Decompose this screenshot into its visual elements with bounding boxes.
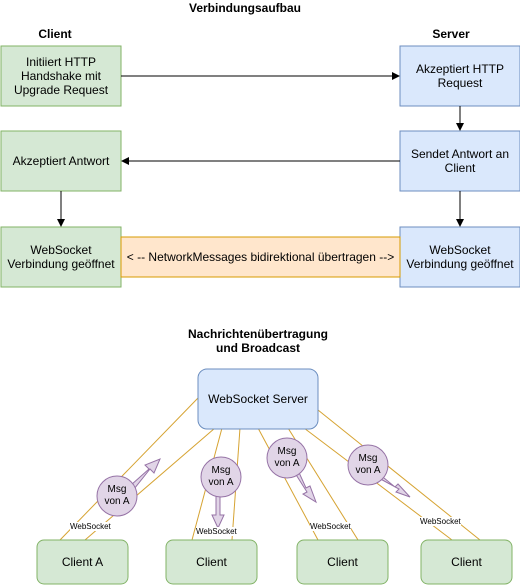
client-box: [420, 539, 513, 585]
client-request-label: Initiiert HTTP Handshake mit Upgrade Req…: [13, 55, 109, 97]
message-label-line1: Msg: [107, 484, 127, 495]
websocket-server-box: [197, 368, 319, 430]
broadcast-title-line2: und Broadcast: [215, 341, 300, 355]
client-box: [296, 539, 389, 585]
message-label-line2: von A: [208, 477, 234, 488]
message-bubbles: [96, 437, 389, 517]
message-label-line2: von A: [104, 496, 130, 507]
connection-label: WebSocket: [420, 517, 461, 526]
message-label: Msg von A: [98, 484, 136, 508]
client-label: Client: [327, 555, 358, 569]
bidirectional-label: < -- NetworkMessages bidirektional übert…: [126, 250, 395, 264]
message-bubble: [347, 444, 389, 486]
connection-label: WebSocket: [310, 522, 351, 531]
section-title-handshake: Verbindungsaufbau: [188, 1, 301, 15]
server-open-box: [399, 226, 520, 288]
server-accept-box: [399, 45, 520, 107]
bidirectional-bar: [120, 236, 401, 278]
message-bubble: [266, 437, 308, 479]
server-send-box: [399, 130, 520, 192]
websocket-server-label: WebSocket Server: [208, 392, 308, 406]
client-column-label: Client: [38, 27, 72, 41]
client-request-box: [0, 45, 122, 107]
section-title-broadcast: Nachrichtenübertragung und Broadcast: [170, 327, 346, 355]
message-label: Msg von A: [349, 453, 387, 477]
message-label-line1: Msg: [211, 465, 231, 476]
client-accept-box: [0, 130, 122, 192]
client-label: Client: [196, 555, 227, 569]
client-label: Client A: [61, 555, 104, 569]
server-open-label: WebSocket Verbindung geöffnet: [406, 243, 514, 271]
message-label-line1: Msg: [358, 453, 378, 464]
server-send-label: Sendet Antwort an Client: [410, 147, 510, 175]
connection-label: WebSocket: [70, 522, 111, 531]
message-label-line1: Msg: [277, 446, 297, 457]
download-arrow: [211, 492, 225, 530]
connection-line: [84, 427, 216, 541]
server-column-label: Server: [432, 27, 470, 41]
upload-arrow: [130, 458, 161, 490]
message-bubble: [200, 456, 242, 498]
broadcast-title-line1: Nachrichtenübertragung: [187, 327, 328, 341]
connection-line: [59, 397, 199, 541]
connection-label: WebSocket: [196, 527, 237, 536]
message-label: Msg von A: [202, 465, 240, 489]
message-label-line2: von A: [274, 458, 300, 469]
message-bubble: [96, 475, 138, 517]
client-box: [36, 539, 129, 585]
message-label-line2: von A: [355, 465, 381, 476]
client-box: [165, 539, 258, 585]
client-open-label: WebSocket Verbindung geöffnet: [7, 243, 115, 271]
server-accept-label: Akzeptiert HTTP Request: [415, 62, 505, 90]
client-label: Client: [451, 555, 482, 569]
message-arrows: [130, 458, 411, 530]
message-label: Msg von A: [268, 446, 306, 470]
connection-line: [257, 427, 319, 541]
client-accept-label: Akzeptiert Antwort: [12, 154, 110, 168]
